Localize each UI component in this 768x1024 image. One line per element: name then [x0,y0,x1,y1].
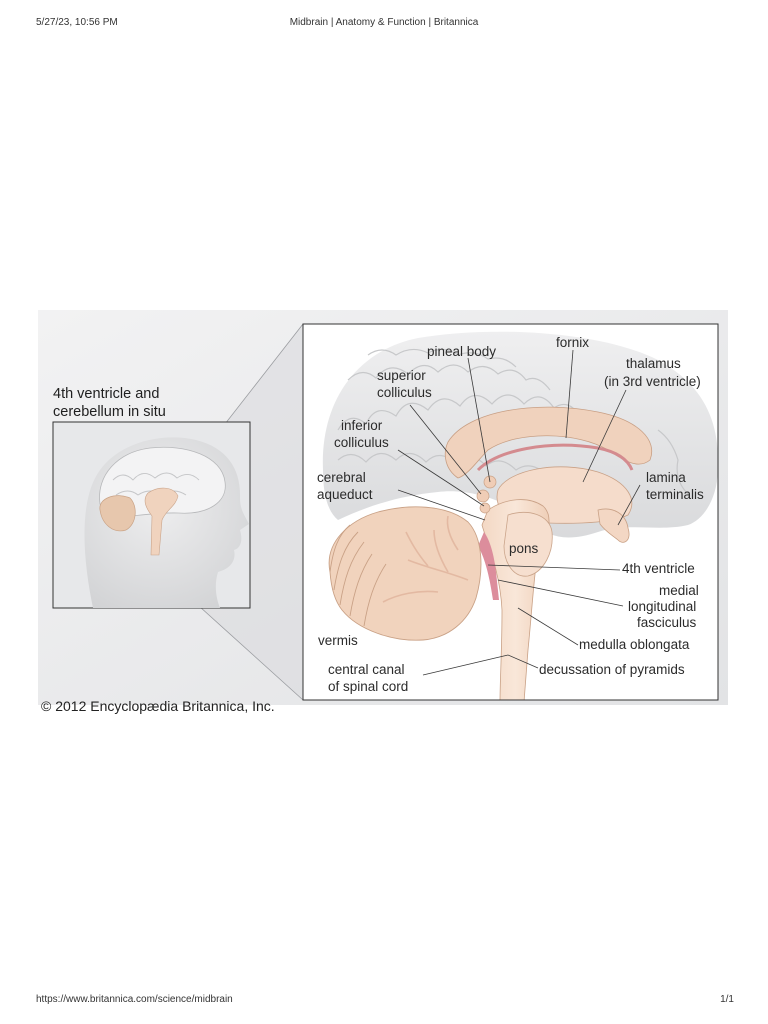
label-mlf-1: medial [659,583,699,598]
print-url: https://www.britannica.com/science/midbr… [36,994,233,1005]
print-datetime: 5/27/23, 10:56 PM [36,17,118,28]
label-superior-colliculus-1: superior [377,368,426,383]
print-page-count: 1/1 [720,994,734,1005]
label-superior-colliculus-2: colliculus [377,385,432,400]
fornix-band [476,443,634,472]
leader-inferior-colliculus [397,449,485,507]
leader-4th-ventricle [487,564,621,571]
label-cerebral-aqueduct-2: aqueduct [317,487,373,502]
label-vermis: vermis [318,633,358,648]
arbor-vitae [382,515,469,603]
label-lamina-terminalis-2: terminalis [646,487,704,502]
label-thalamus-1: thalamus [626,356,681,371]
label-pons: pons [509,541,539,556]
label-lamina-terminalis-1: lamina [646,470,686,485]
inset-title-line1: 4th ventricle and [53,386,159,402]
inset-cerebellum [99,495,136,532]
leader-superior-colliculus [409,404,482,495]
cerebellum [328,506,482,641]
midbrain-diagram: 4th ventricle and cerebellum in situ [38,310,728,710]
leader-cerebral-aqueduct [397,489,486,521]
print-page-title: Midbrain | Anatomy & Function | Britanni… [289,17,479,28]
label-thalamus-2: (in 3rd ventricle) [604,374,701,389]
label-cerebral-aqueduct-1: cerebral [317,470,366,485]
lamina-terminalis [597,508,630,543]
inset-brainstem [144,487,179,556]
leader-mlf [497,579,624,607]
leader-central-canal [422,654,509,676]
label-decussation: decussation of pyramids [539,662,685,677]
leader-lines [397,349,641,676]
head-inset: 4th ventricle and cerebellum in situ [52,386,251,609]
leader-pineal-body [467,357,491,483]
leader-decussation [507,654,539,669]
leader-fornix [565,349,574,439]
label-central-canal-2: of spinal cord [328,679,408,694]
label-4th-ventricle: 4th ventricle [622,561,695,576]
label-fornix: fornix [556,335,589,350]
label-inferior-colliculus-2: colliculus [334,435,389,450]
cerebellum-folia [329,524,387,627]
leader-lamina-terminalis [617,484,641,526]
inset-title-line2: cerebellum in situ [53,404,166,420]
main-panel [303,324,718,700]
label-pineal-body: pineal body [427,344,496,359]
label-mlf-3: fasciculus [637,615,697,630]
label-central-canal-1: central canal [328,662,405,677]
label-inferior-colliculus-1: inferior [341,418,383,433]
leader-thalamus [582,389,627,483]
fourth-ventricle [478,532,499,600]
label-medulla-oblongata: medulla oblongata [579,637,690,652]
main-frame [302,323,719,701]
leader-medulla [517,607,579,646]
label-mlf-2: longitudinal [628,599,696,614]
pons [503,511,553,577]
anatomy-illustration: 4th ventricle and cerebellum in situ [38,310,728,705]
copyright-notice: © 2012 Encyclopædia Britannica, Inc. [41,698,275,714]
